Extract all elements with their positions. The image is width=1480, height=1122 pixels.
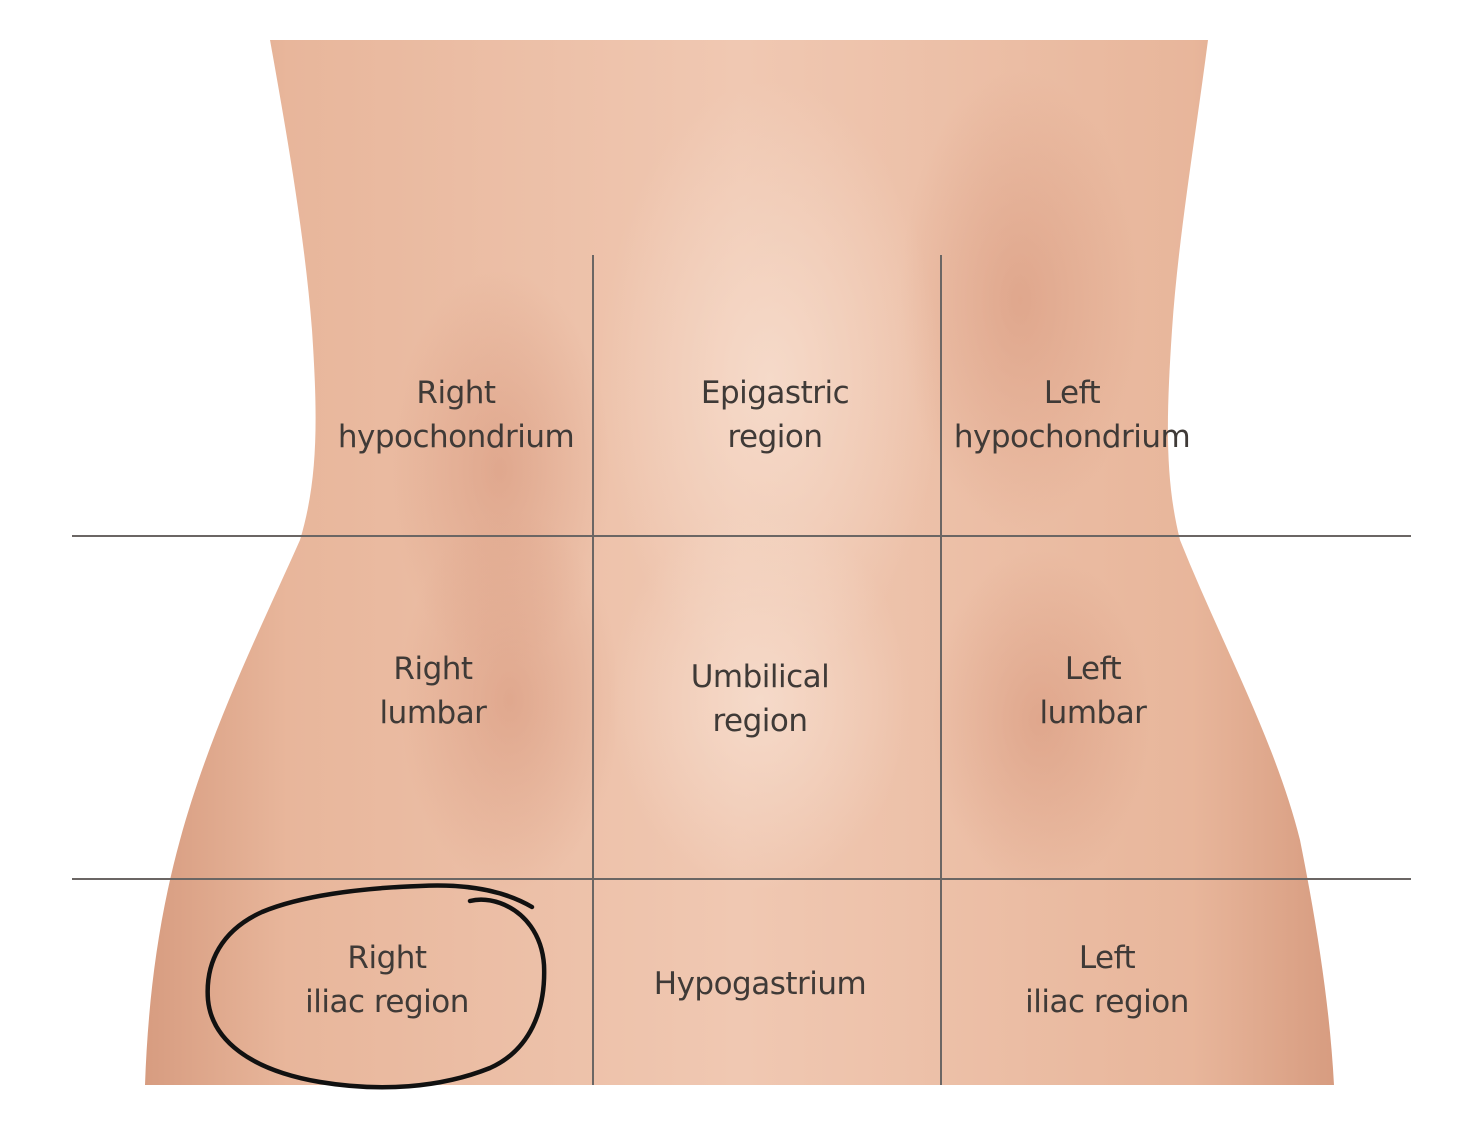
label-line: Right [393, 651, 473, 687]
label-hypogastrium: Hypogastrium [653, 962, 867, 1006]
label-line: Hypogastrium [653, 966, 867, 1002]
label-line: iliac region [1025, 984, 1189, 1020]
label-epigastric-region: Epigastric region [700, 371, 850, 459]
label-line: Left [1064, 651, 1122, 687]
label-line: hypochondrium [337, 419, 575, 455]
label-line: Right [347, 940, 427, 976]
umbilical-highlight [610, 510, 910, 890]
label-left-hypochondrium: Left hypochondrium [953, 371, 1191, 459]
label-line: lumbar [1039, 695, 1147, 731]
right-lumbar-shadow [400, 510, 620, 890]
left-flank-shadow [900, 70, 1140, 530]
label-umbilical-region: Umbilical region [691, 655, 830, 743]
label-line: Left [1043, 375, 1101, 411]
label-line: region [727, 419, 823, 455]
label-line: Epigastric [700, 375, 850, 411]
label-right-hypochondrium: Right hypochondrium [337, 371, 575, 459]
epigastric-highlight [600, 80, 940, 680]
label-right-lumbar: Right lumbar [380, 647, 487, 735]
label-line: lumbar [379, 695, 487, 731]
annotation-circle [205, 883, 547, 1090]
label-right-iliac-region: Right iliac region [305, 936, 469, 1024]
label-line: Right [416, 375, 496, 411]
label-line: iliac region [305, 984, 469, 1020]
label-line: hypochondrium [953, 419, 1191, 455]
left-lumbar-shadow [930, 550, 1150, 890]
label-left-iliac-region: Left iliac region [1025, 936, 1189, 1024]
label-line: Left [1078, 940, 1136, 976]
label-left-lumbar: Left lumbar [1040, 647, 1147, 735]
label-line: Umbilical [690, 659, 830, 695]
label-line: region [712, 703, 808, 739]
